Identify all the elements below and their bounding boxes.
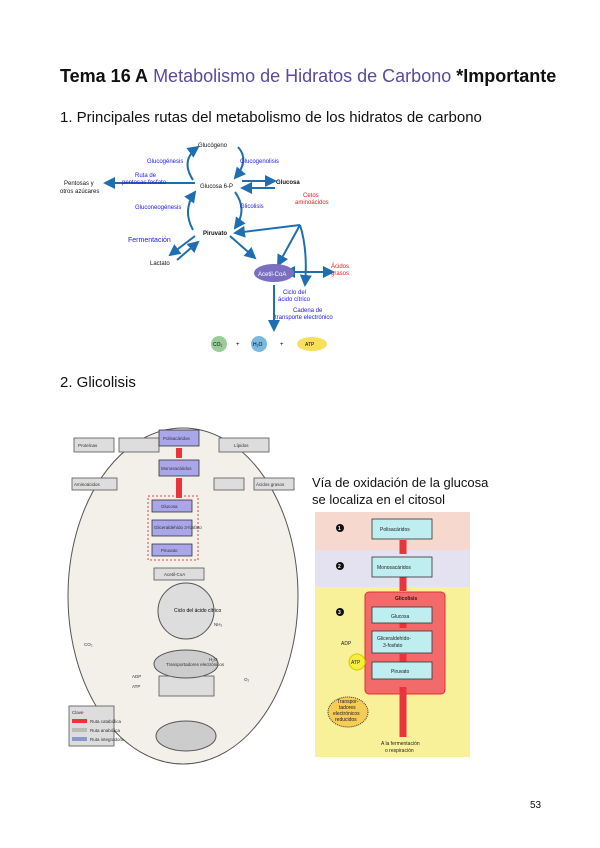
diagram-label: transporte electrónico [275, 315, 333, 321]
diagram-label: H₂O [253, 342, 263, 348]
diagram-label: reducidos [335, 717, 357, 723]
diagram-label: Piruvato [203, 231, 227, 237]
diagram-label: ADP [341, 641, 352, 647]
diagram-label: Monosacáridos [377, 565, 411, 571]
diagram-label: Piruvato [391, 669, 410, 675]
diagram-label: otros azúcares [60, 189, 99, 195]
diagram-label: Glicolisis [240, 204, 264, 210]
diagram-label: ATP [305, 342, 315, 348]
diagram-label: Fermentación [128, 237, 171, 244]
diagram-label: 2 [338, 564, 341, 570]
diagram-label: Glucosa 6-P [200, 184, 233, 190]
diagram-label: Aminoácidos [74, 482, 101, 487]
diagram-label: Gliceraldehído 3-fosfato [154, 525, 202, 530]
diagram-label: Monosacáridos [161, 466, 192, 471]
diagram-label: ácido cítrico [278, 297, 311, 303]
diagram-label: Lactato [150, 261, 170, 267]
diagram-label: pentosas fosfato [122, 180, 167, 186]
diagram-label: Ruta de [135, 173, 157, 179]
diagram-label: O₂ [244, 677, 250, 682]
diagram-label: + [280, 342, 284, 348]
glycolysis-flow-diagram: 1 2 3 Polisacáridos Monosacáridos Glicol… [315, 512, 470, 757]
diagram-label: Cetos [303, 193, 319, 199]
page-title: Tema 16 A Metabolismo de Hidratos de Car… [60, 66, 556, 87]
diagram-label: CO₂ [213, 342, 223, 348]
diagram-label: Glucosa [161, 504, 178, 509]
diagram-label: o respiración [385, 748, 414, 754]
acetyl-coa-node [254, 264, 294, 282]
diagram-label: Ciclo del [283, 290, 306, 296]
diagram-label: Cadena de [293, 308, 323, 314]
diagram-label: Clave [72, 710, 84, 715]
diagram-label: Acetil-CoA [258, 272, 286, 278]
diagram-label: ATP [351, 660, 361, 666]
diagram-label: Ruta integradora [90, 737, 124, 742]
glycolysis-caption: Vía de oxidación de la glucosa se locali… [312, 474, 488, 508]
diagram-label: Glucogenolisis [240, 159, 279, 165]
diagram-label: Transpor- [337, 699, 359, 705]
atp-node [297, 337, 327, 351]
diagram-label: Transportadores electrónicos [166, 662, 225, 667]
diagram-label: A la fermentación [381, 741, 420, 747]
diagram-label: Ácidos grasos [256, 481, 285, 487]
diagram-label: ADP [132, 674, 141, 679]
diagram-label: Polisacáridos [163, 436, 191, 441]
diagram-label: 3 [338, 610, 341, 616]
diagram-label: tadores [339, 705, 356, 711]
diagram-label: 3-fosfato [383, 643, 403, 649]
diagram-label: Piruvato [161, 548, 178, 553]
title-suffix: *Importante [456, 66, 557, 86]
diagram-label: + [236, 342, 240, 348]
diagram-label: Ciclo del ácido cítrico [174, 608, 221, 614]
diagram-label: Acetil-CoA [164, 572, 185, 577]
diagram-label: Glucogénesis [147, 159, 183, 165]
carbohydrate-metabolism-diagram: Glucógeno Glucosa 6-P Glucosa Piruvato L… [60, 143, 349, 352]
diagram-label: grasos [331, 271, 349, 277]
diagram-label: Pentosas y [64, 181, 94, 187]
co2-node [211, 336, 227, 352]
caption-line: Vía de oxidación de la glucosa [312, 475, 489, 490]
diagram-label: H₂O [209, 657, 218, 662]
metabolism-overview-diagram: Ciclo del ácido cítrico Proteínas Polisa… [67, 427, 299, 765]
diagram-label: aminoácidos [295, 200, 329, 206]
h2o-node [251, 336, 267, 352]
diagram-label: Gluconeogénesis [135, 205, 181, 211]
diagram-label: Glucógeno [198, 143, 228, 149]
diagram-label: Glicolisis [395, 596, 417, 602]
diagram-label: Glucosa [391, 614, 410, 620]
diagram-label: Ruta catabólica [90, 719, 122, 724]
section-1-heading: 1. Principales rutas del metabolismo de … [60, 109, 482, 126]
title-topic: Metabolismo de Hidratos de Carbono [153, 66, 452, 86]
section-2-heading: 2. Glicolisis [60, 374, 136, 391]
diagram-label: Lípidos [234, 443, 249, 448]
page-number: 53 [530, 800, 542, 811]
diagram-label: Ácidos [331, 263, 349, 270]
title-prefix: Tema 16 A [60, 66, 149, 86]
diagram-label: NH₃ [214, 622, 222, 627]
diagram-label: Proteínas [78, 443, 98, 448]
diagram-label: CO₂ [84, 642, 93, 647]
diagram-label: 1 [338, 526, 341, 532]
diagram-label: Gliceraldehído- [377, 636, 411, 642]
diagram-label: ATP [132, 684, 140, 689]
caption-line: se localiza en el citosol [312, 492, 445, 507]
diagram-label: Ruta anabólica [90, 728, 121, 733]
diagram-label: electrónicos [333, 711, 360, 717]
diagram-label: Polisacáridos [380, 527, 410, 533]
diagram-label: Glucosa [276, 180, 300, 186]
